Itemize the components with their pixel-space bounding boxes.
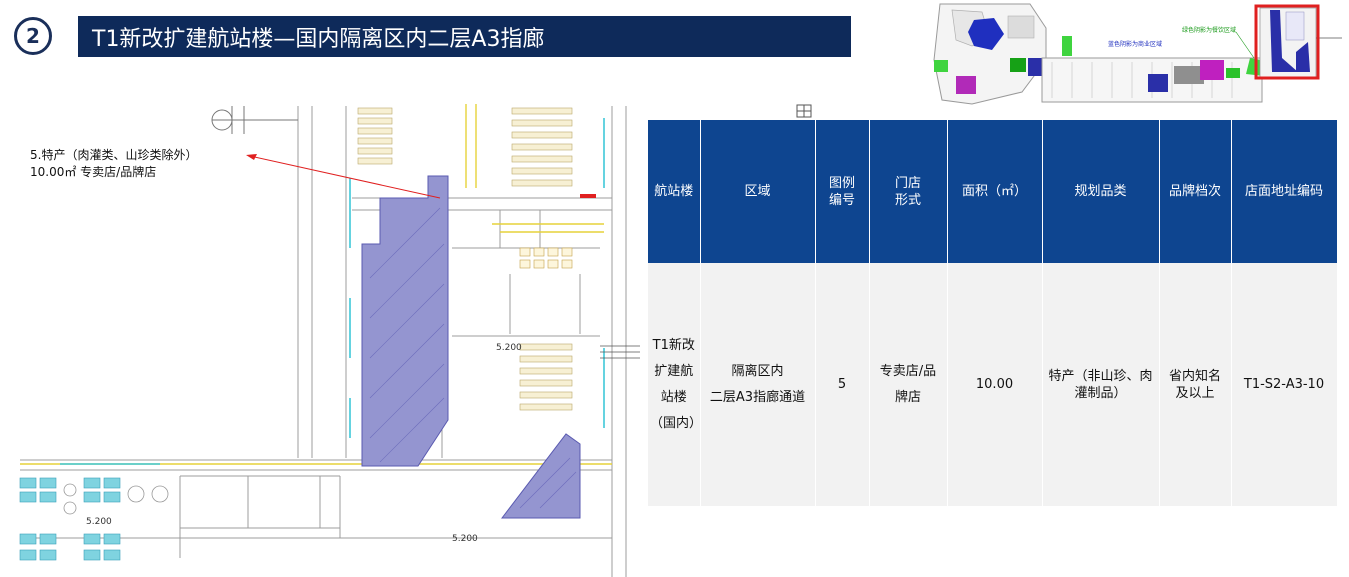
cell-legend-no: 5 [815,263,870,506]
annotation-category: 5.特产（肉灌类、山珍类除外） [30,148,198,162]
minimap-green-legend: 绿色阴影为餐饮区域 [1182,26,1236,34]
cell-size: 10.00 [947,263,1043,506]
plan-elevation-3: 5.200 [452,534,478,544]
col-header-category: 规划品类 [1042,120,1160,263]
shop-annotation: 5.特产（肉灌类、山珍类除外） 10.00㎡ 专卖店/品牌店 [30,147,197,181]
a3-corridor-zone [361,175,449,467]
grid-icon [796,104,812,118]
plan-elevation-2: 5.200 [86,517,112,527]
cell-address-code: T1-S2-A3-10 [1231,263,1338,506]
section-number-badge: 2 [14,17,52,55]
cell-area-zone: 隔离区内 二层A3指廊通道 [700,263,816,506]
col-header-terminal: 航站楼 [648,120,701,263]
col-header-address-code: 店面地址编码 [1231,120,1338,263]
cell-terminal: T1新改 扩建航 站楼 （国内） [648,263,702,506]
col-header-size: 面积（㎡） [947,120,1043,263]
cell-brand-level: 省内知名 及以上 [1159,263,1232,506]
retail-zone-south [500,433,581,519]
table-header-row: 航站楼 区域 图例 编号 门店 形式 面积（㎡） 规划品类 品牌档次 店面地址编… [648,120,1338,263]
floor-plan: 5.200 5.200 5.200 [0,98,640,577]
col-header-area-zone: 区域 [700,120,816,263]
minimap-highlight-frame [1254,4,1320,80]
minimap-blue-legend: 蓝色阴影为商业区域 [1108,40,1162,48]
shop-info-table: 航站楼 区域 图例 编号 门店 形式 面积（㎡） 规划品类 品牌档次 店面地址编… [648,120,1338,506]
col-header-brand-level: 品牌档次 [1159,120,1232,263]
cell-store-type: 专卖店/品 牌店 [869,263,948,506]
plan-elevation-1: 5.200 [496,343,522,353]
annotation-area-form: 10.00㎡ 专卖店/品牌店 [30,165,157,179]
col-header-store-type: 门店 形式 [869,120,948,263]
page-title: T1新改扩建航站楼—国内隔离区内二层A3指廊 [78,16,851,57]
cell-category: 特产（非山珍、肉 灌制品） [1042,263,1160,506]
page-title-text: T1新改扩建航站楼—国内隔离区内二层A3指廊 [92,26,545,52]
annotation-leader-arrow [246,154,441,199]
col-header-legend-no: 图例 编号 [815,120,870,263]
table-row: T1新改 扩建航 站楼 （国内） 隔离区内 二层A3指廊通道 5 专卖店/品 牌… [648,263,1338,506]
overview-minimap: 蓝色阴影为商业区域 绿色阴影为餐饮区域 [912,0,1349,112]
